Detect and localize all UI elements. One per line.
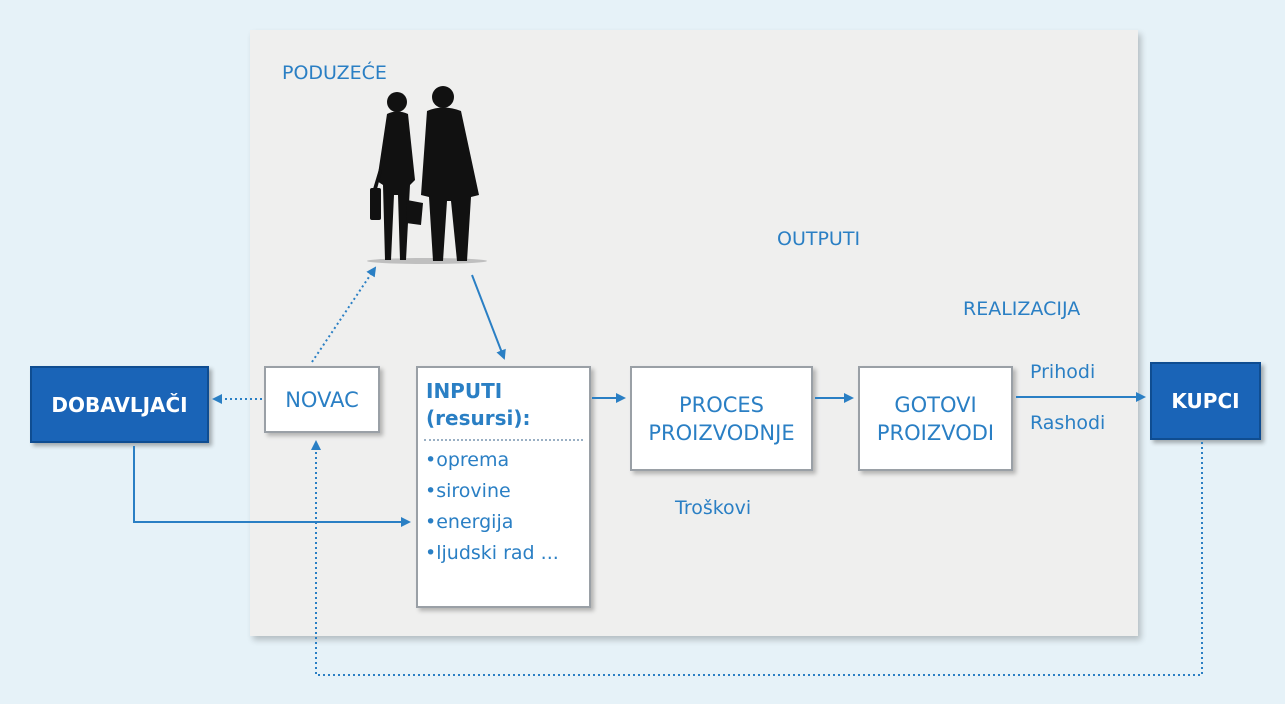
resources-list: oprema sirovine energija ljudski rad ... (418, 445, 589, 569)
money-to-company-arrow (311, 266, 377, 363)
finished-label-line1: GOTOVI (894, 392, 977, 417)
resource-item: oprema (425, 445, 589, 476)
customers-box: KUPCI (1150, 362, 1261, 440)
resource-item: sirovine (425, 476, 589, 507)
customers-to-money-arrow (311, 440, 1203, 676)
suppliers-to-inputs-arrow (133, 446, 411, 527)
revenue-label: Prihodi (1030, 361, 1096, 383)
suppliers-label: DOBAVLJAČI (51, 392, 188, 417)
resource-item: ljudski rad ... (425, 538, 589, 569)
money-box: NOVAC (264, 366, 380, 433)
inputs-title: INPUTI (426, 379, 503, 403)
inputs-subtitle: (resursi): (426, 406, 531, 430)
customers-label: KUPCI (1171, 389, 1240, 413)
inputs-divider (424, 439, 583, 441)
company-label: PODUZEĆE (282, 62, 387, 84)
resource-item: energija (425, 507, 589, 538)
costs-label: Troškovi (675, 497, 752, 519)
inputs-box: INPUTI (resursi): oprema sirovine energi… (416, 366, 591, 608)
process-label-line2: PROIZVODNJE (648, 420, 795, 445)
suppliers-box: DOBAVLJAČI (30, 366, 209, 443)
expenses-label: Rashodi (1030, 412, 1106, 434)
sales-label: REALIZACIJA (963, 298, 1081, 320)
production-process-box: PROCES PROIZVODNJE (630, 366, 813, 471)
process-label-line1: PROCES (678, 392, 765, 417)
money-label: NOVAC (285, 387, 359, 412)
outputs-label: OUTPUTI (777, 228, 861, 250)
company-to-inputs-arrow (471, 274, 506, 360)
finished-label-line2: PROIZVODI (876, 420, 995, 445)
business-people-icon (367, 86, 487, 264)
finished-products-box: GOTOVI PROIZVODI (858, 366, 1013, 471)
